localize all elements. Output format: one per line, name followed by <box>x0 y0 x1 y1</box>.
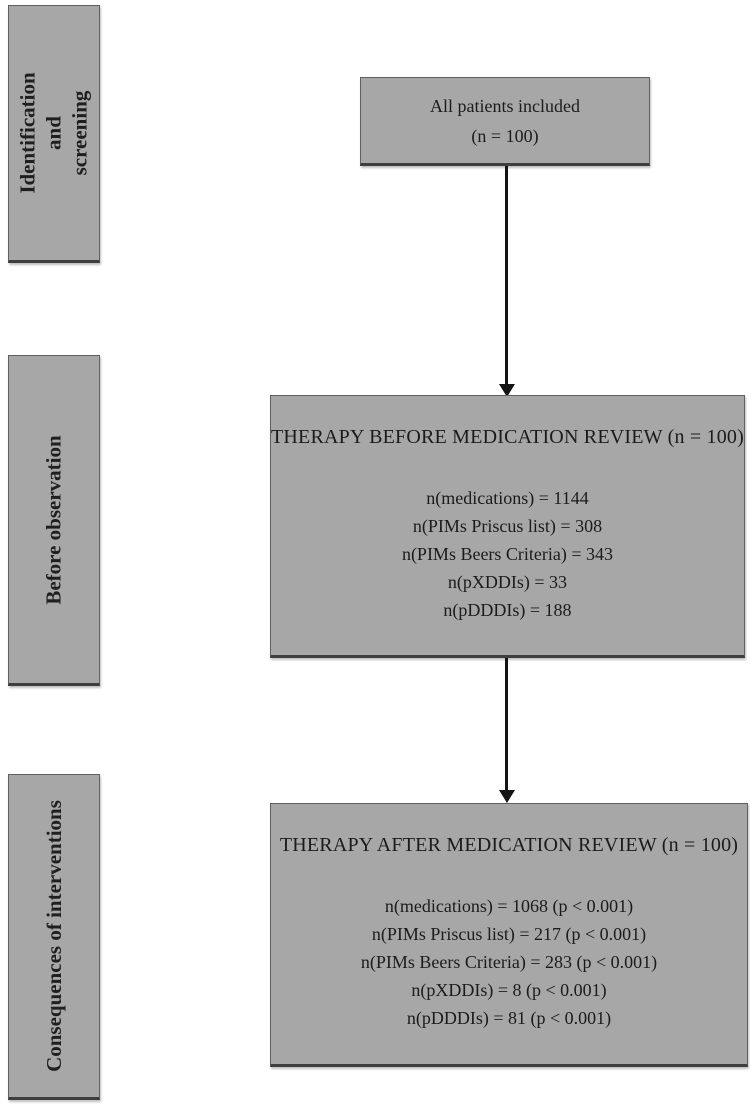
stat-line: n(medications) = 1144 <box>426 488 589 508</box>
stage-box-identification: Identification and screening <box>8 5 100 263</box>
stage-label: Identification and screening <box>16 72 92 194</box>
stage-label: Before observation <box>42 434 66 605</box>
stat-line: n(pXDDIs) = 8 (p < 0.001) <box>411 980 607 1000</box>
stat-line: n(PIMs Priscus list) = 217 (p < 0.001) <box>371 924 647 944</box>
stat-line: n(PIMs Beers Criteria) = 343 <box>401 544 614 564</box>
flow-arrow-1 <box>498 166 515 397</box>
all-patients-count: (n = 100) <box>471 125 539 146</box>
therapy-before-stats: n(medications) = 1144 n(PIMs Priscus lis… <box>402 484 613 624</box>
stat-line: n(PIMs Beers Criteria) = 283 (p < 0.001) <box>360 952 658 972</box>
stat-line: n(pDDDIs) = 188 <box>443 600 572 620</box>
flow-arrow-2 <box>498 658 515 803</box>
stat-line: n(PIMs Priscus list) = 308 <box>412 516 603 536</box>
stat-line: n(pDDDIs) = 81 (p < 0.001) <box>406 1008 612 1028</box>
therapy-after-stats: n(medications) = 1068 (p < 0.001) n(PIMs… <box>361 892 657 1032</box>
stage-label: Consequences of interventions <box>42 800 66 1072</box>
stat-line: n(medications) = 1068 (p < 0.001) <box>384 896 634 916</box>
all-patients-box: All patients included (n = 100) <box>360 77 650 166</box>
arrow-head-icon <box>498 790 515 803</box>
all-patients-line1: All patients included <box>430 95 580 116</box>
arrow-head-icon <box>498 384 515 397</box>
stat-line: n(pXDDIs) = 33 <box>447 572 568 592</box>
stage-box-consequences: Consequences of interventions <box>8 774 100 1100</box>
therapy-before-box: THERAPY BEFORE MEDICATION REVIEW (n = 10… <box>270 395 745 658</box>
therapy-after-box: THERAPY AFTER MEDICATION REVIEW (n = 100… <box>270 803 748 1067</box>
therapy-before-title: THERAPY BEFORE MEDICATION REVIEW (n = 10… <box>271 426 744 448</box>
stage-box-before-observation: Before observation <box>8 355 100 686</box>
therapy-after-title: THERAPY AFTER MEDICATION REVIEW (n = 100… <box>279 834 739 856</box>
